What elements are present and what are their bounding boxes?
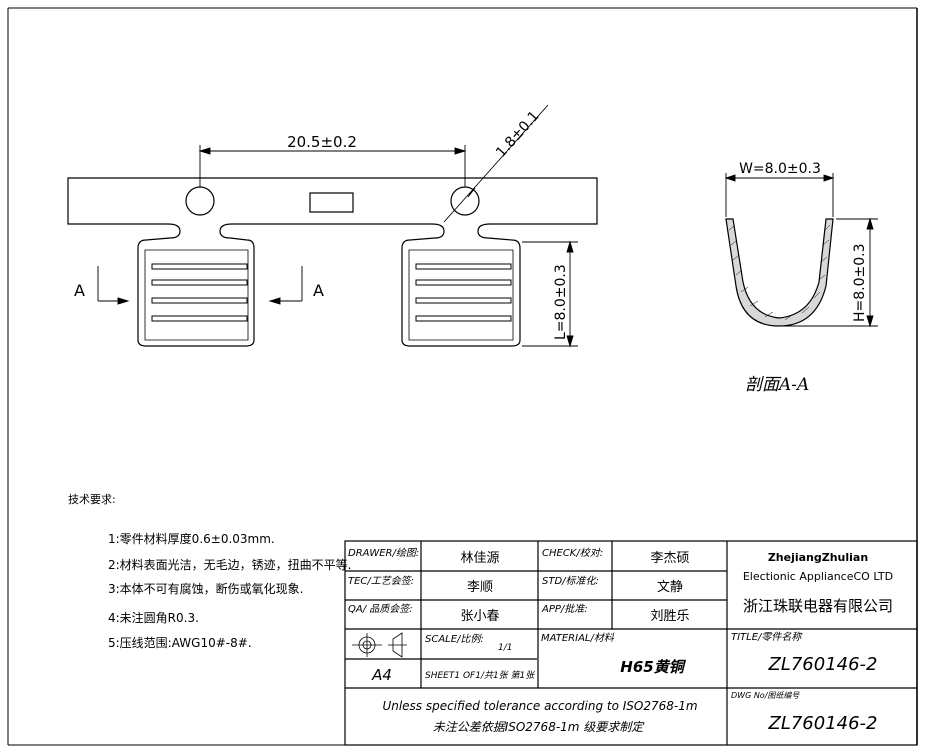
company-name-en-2: Electionic ApplianceCO LTD [743,570,893,583]
section-marker-left [97,266,130,305]
drawer-label: DRAWER/绘图: [348,547,419,559]
check-value: 李杰硕 [650,551,689,566]
app-value: 刘胜乐 [650,609,689,624]
title-label: TITLE/零件名称 [731,631,803,643]
terminal-front-view [67,177,598,347]
note-item: 2:材料表面光洁，无毛边，锈迹，扭曲不平等. [108,558,352,572]
technical-notes: 技术要求: 1:零件材料厚度0.6±0.03mm. 2:材料表面光洁，无毛边，锈… [68,493,352,650]
tolerance-cn: 未注公差依据ISO2768-1m 级要求制定 [433,720,646,734]
material-label: MATERIAL/材料 [541,632,615,644]
dwg-value: ZL760146-2 [767,713,877,734]
company-name-en-1: ZhejiangZhulian [768,551,868,564]
std-value: 文静 [657,580,683,595]
app-label: APP/批准: [541,603,588,615]
tec-value: 李顺 [467,580,493,595]
right-pilot-hole [450,186,480,216]
sheet-label: SHEET1 OF1/共1张 第1张 [425,670,536,681]
left-serrations [151,263,248,322]
paper-size: A4 [371,666,392,684]
qa-value: 张小春 [460,609,499,624]
section-label-right: A [313,281,324,300]
left-terminal-inner [144,249,249,341]
left-pilot-hole [185,186,215,216]
tolerance-en: Unless specified tolerance according to … [382,699,697,713]
right-terminal-inner [408,249,514,341]
drawer-value: 林佳源 [460,551,499,566]
right-serrations [415,263,512,322]
section-label-left: A [74,281,85,300]
pitch-dimension-label: 20.5±0.2 [287,133,357,151]
note-item: 1:零件材料厚度0.6±0.03mm. [108,531,275,546]
section-title: 剖面A-A [745,375,809,395]
note-item: 3:本体不可有腐蚀，断伤或氧化现象. [108,581,304,596]
std-label: STD/标准化: [542,575,599,587]
length-dimension [522,240,578,348]
company-name-cn: 浙江珠联电器有限公司 [743,597,893,615]
note-item: 4:未注圆角R0.3. [108,610,199,625]
length-dimension-label: L=8.0±0.3 [553,264,569,340]
carrier-strip-outline [67,177,598,347]
scale-label: SCALE/比例: [425,633,484,645]
notes-title: 技术要求: [68,493,116,506]
note-item: 5:压线范围:AWG10#-8#. [108,636,252,650]
height-dimension [781,217,878,328]
section-view [725,218,834,327]
scale-value: 1/1 [498,643,512,653]
width-dimension-label: W=8.0±0.3 [739,161,821,177]
hole-dimension-label: 1.8±0.1 [493,108,543,161]
title-value: ZL760146-2 [767,654,877,675]
height-dimension-label: H=8.0±0.3 [852,243,868,322]
section-marker-right [268,266,303,305]
qa-label: QA/ 品质会签: [348,603,413,615]
dwg-label: DWG No/图纸编号 [731,691,800,700]
width-dimension [724,173,835,217]
hole-dimension-leader [443,104,549,223]
pitch-dimension [198,145,467,187]
u-channel-section [725,218,834,327]
strip-slot [309,192,354,213]
check-label: CHECK/校对: [542,547,603,559]
tec-label: TEC/工艺会签: [348,575,414,587]
title-block-grid [344,540,918,746]
material-value: H65黄铜 [620,658,686,676]
projection-symbol-icon [352,632,407,658]
